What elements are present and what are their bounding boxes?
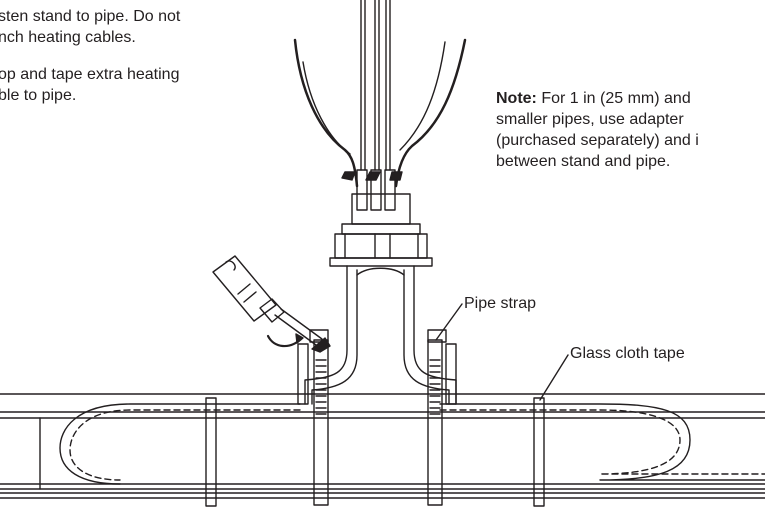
pipe bbox=[0, 393, 765, 499]
note-block: Note: For 1 in (25 mm) and smaller pipes… bbox=[496, 88, 765, 172]
glass-cloth-tape-label: Glass cloth tape bbox=[570, 345, 685, 362]
note-label: Note: bbox=[496, 90, 537, 107]
pipe-strap-right bbox=[427, 329, 457, 506]
glass-cloth-tape-band bbox=[205, 397, 545, 507]
pipe-strap-left bbox=[297, 329, 329, 506]
conductor-leads bbox=[293, 0, 467, 211]
instruction-loop-tape: op and tape extra heating ble to pipe. bbox=[0, 66, 180, 104]
pipe-strap-label: Pipe strap bbox=[464, 295, 537, 312]
pipe-strap-leader bbox=[435, 303, 463, 341]
screwdriver bbox=[212, 255, 331, 353]
power-connection-stand bbox=[304, 193, 457, 405]
heating-cable-loops bbox=[59, 403, 765, 485]
glass-cloth-tape-leader bbox=[539, 354, 569, 401]
instruction-fasten-stand: sten stand to pipe. Do not nch heating c… bbox=[0, 8, 181, 46]
note-body: For 1 in (25 mm) and smaller pipes, use … bbox=[496, 90, 699, 170]
